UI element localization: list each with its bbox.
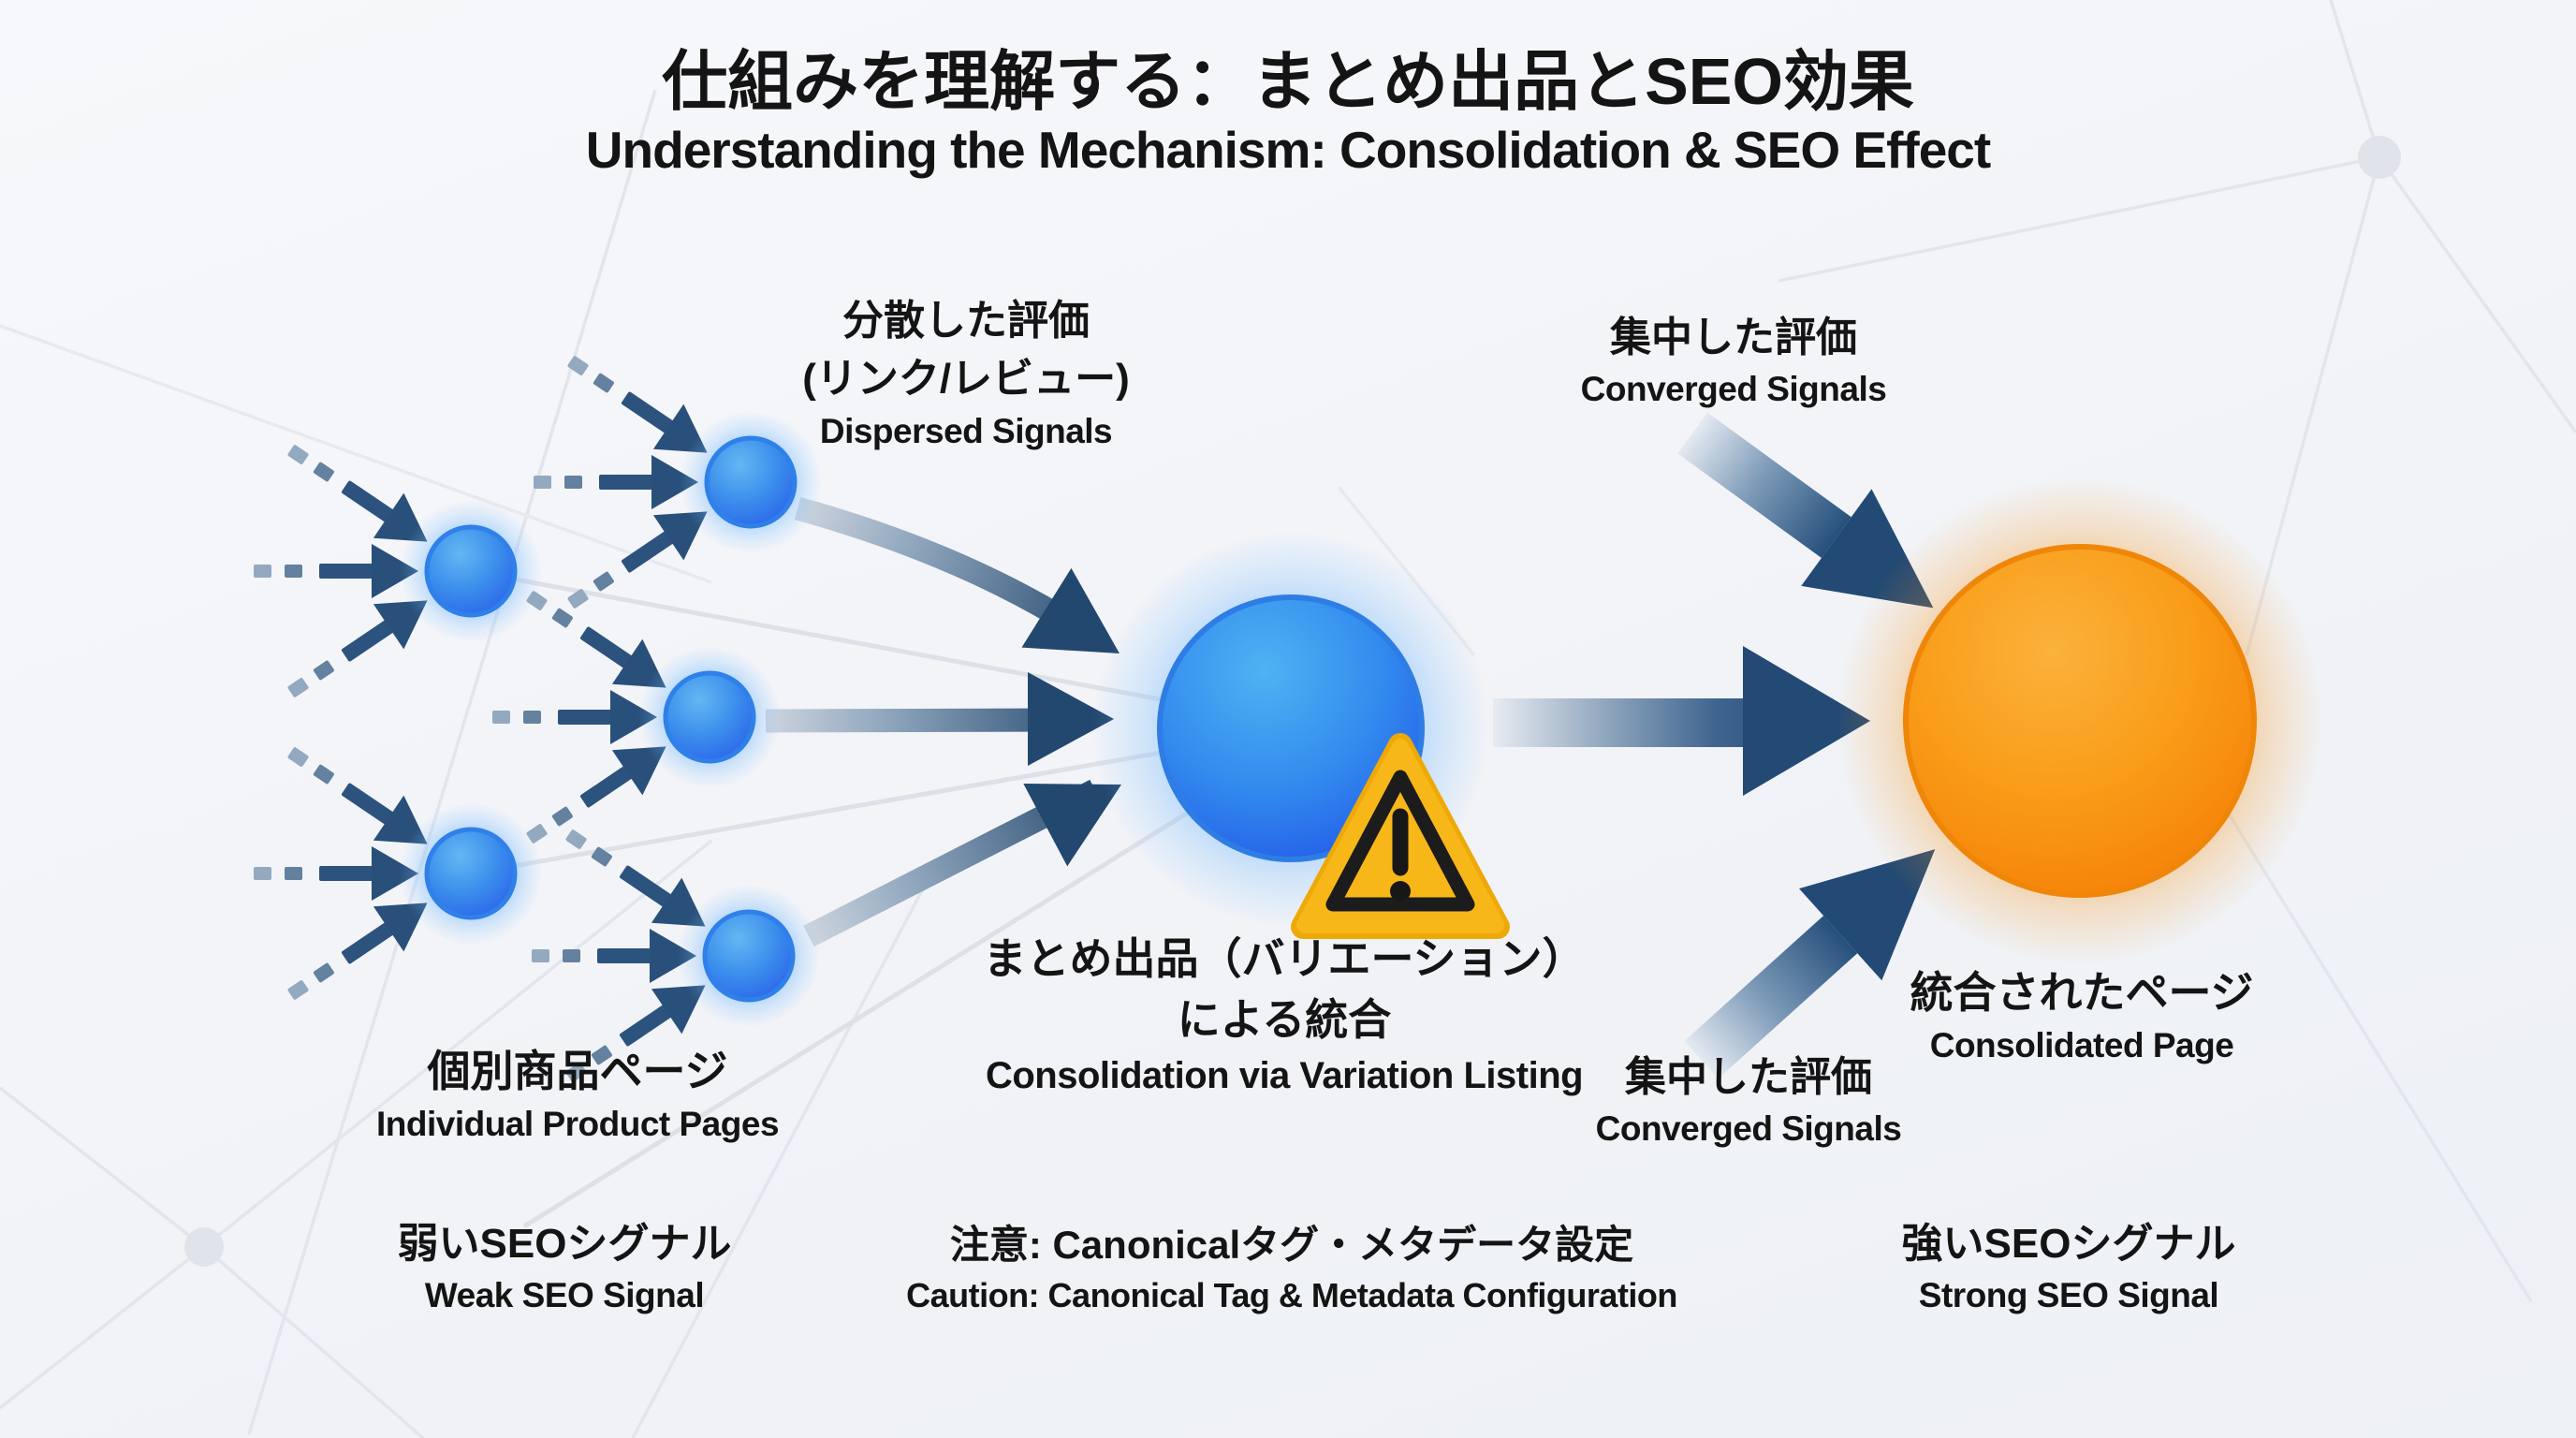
arrowhead	[1028, 672, 1114, 766]
consolidation-jp-line2: による統合	[1177, 995, 1392, 1045]
dispersed-jp-line1: 分散した評価	[842, 298, 1090, 344]
weak-jp: 弱いSEOシグナル	[397, 1221, 732, 1267]
converging-arrows	[765, 496, 1121, 947]
weak-en: Weak SEO Signal	[424, 1276, 705, 1315]
strong-en: Strong SEO Signal	[1918, 1276, 2219, 1315]
page-title: 仕組みを理解する：まとめ出品とSEO効果 Understanding the M…	[585, 43, 1991, 180]
individual-page-nodes	[254, 338, 822, 1100]
main-flow-arrow	[1493, 646, 1870, 796]
caution-jp: 注意: Canonicalタグ・メタデータ設定	[949, 1223, 1634, 1267]
network-node	[184, 1227, 224, 1267]
label-consolidated-page: 統合されたページ Consolidated Page	[1910, 962, 2253, 1069]
converged-bottom-en: Converged Signals	[1595, 1109, 1902, 1149]
product-page-node	[492, 573, 781, 861]
product-page-node	[254, 729, 542, 1018]
warning-icon	[1291, 733, 1510, 939]
consolidated-page-circle	[1837, 477, 2323, 964]
dispersed-en: Dispersed Signals	[819, 411, 1113, 450]
individual-en: Individual Product Pages	[375, 1105, 780, 1144]
network-node	[2358, 136, 2401, 179]
consolidation-jp-line1: まとめ出品（バリエーション）	[983, 934, 1586, 983]
caution-en: Caution: Canonical Tag & Metadata Config…	[906, 1275, 1677, 1314]
label-strong-seo-signal: 強いSEOシグナル Strong SEO Signal	[1902, 1215, 2236, 1319]
individual-jp: 個別商品ページ	[427, 1047, 728, 1095]
page-title-jp: 仕組みを理解する：まとめ出品とSEO効果	[662, 45, 1914, 118]
label-weak-seo-signal: 弱いSEOシグナル Weak SEO Signal	[398, 1215, 732, 1319]
page-title-en: Understanding the Mechanism: Consolidati…	[585, 120, 1991, 179]
label-converged-signals-top: 集中した評価 Converged Signals	[1581, 309, 1887, 413]
product-page-node	[534, 338, 822, 626]
converged-bottom-jp: 集中した評価	[1624, 1054, 1872, 1100]
label-caution-canonical: 注意: Canonicalタグ・メタデータ設定 Caution: Canonic…	[906, 1217, 1677, 1317]
consolidated-jp: 統合されたページ	[1910, 968, 2254, 1017]
converged-top-jp: 集中した評価	[1609, 315, 1857, 360]
arrowhead	[1023, 784, 1121, 867]
arrowhead	[1021, 567, 1120, 653]
consolidated-en: Consolidated Page	[1929, 1026, 2234, 1065]
label-converged-signals-bottom: 集中した評価 Converged Signals	[1596, 1049, 1902, 1152]
label-consolidation: まとめ出品（バリエーション） による統合 Consolidation via V…	[983, 929, 1585, 1100]
strong-jp: 強いSEOシグナル	[1901, 1221, 2236, 1267]
converged-top-en: Converged Signals	[1580, 370, 1887, 409]
consolidation-en: Consolidation via Variation Listing	[985, 1054, 1584, 1096]
dispersed-jp-line2: (リンク/レビュー)	[802, 356, 1130, 403]
label-individual-pages: 個別商品ページ Individual Product Pages	[375, 1041, 780, 1148]
label-dispersed-signals: 分散した評価 (リンク/レビュー) Dispersed Signals	[802, 292, 1130, 455]
